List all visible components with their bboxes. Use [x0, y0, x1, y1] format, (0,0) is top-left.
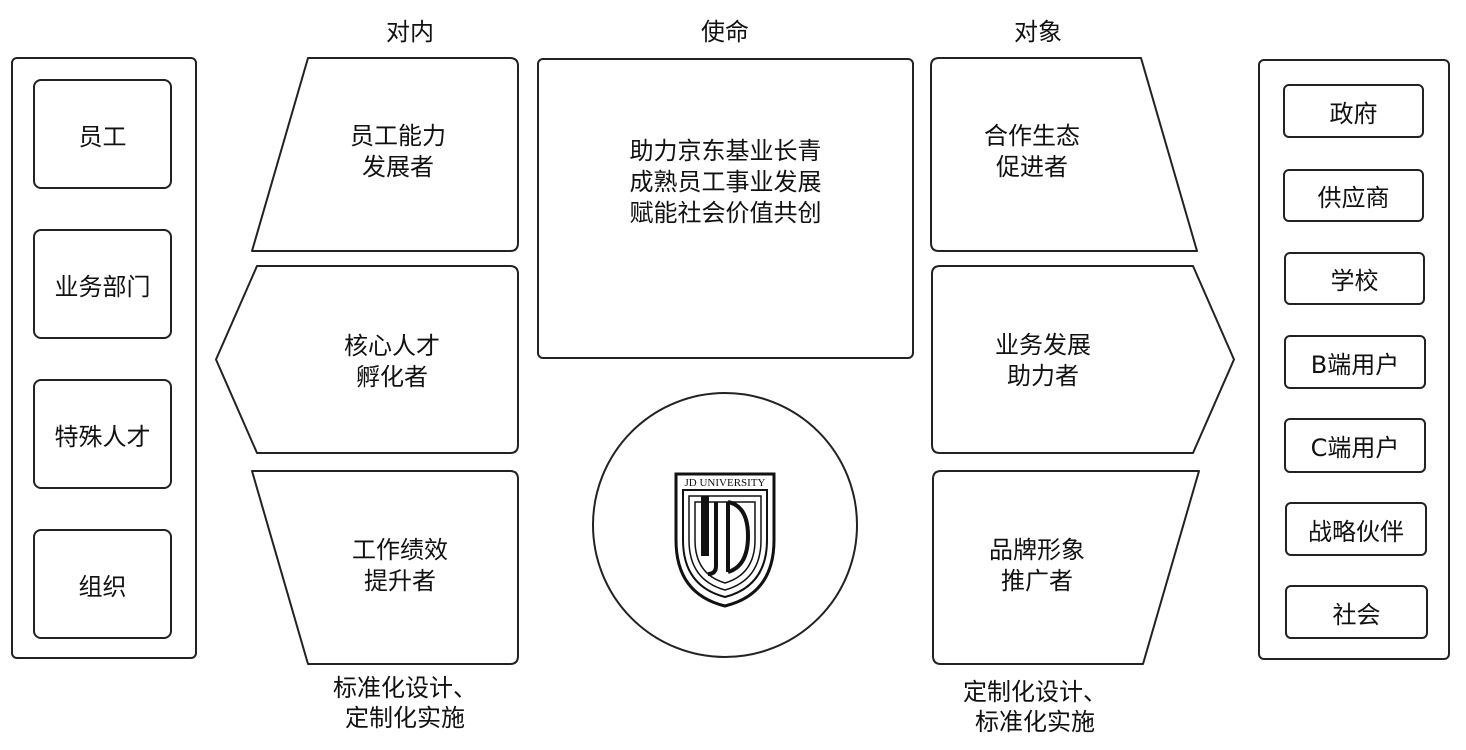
- outer-role-3-line1: 品牌形象: [989, 536, 1085, 564]
- outer-role-2-line2: 助力者: [1007, 362, 1079, 390]
- jd-university-logo-icon: [674, 472, 776, 608]
- right-item-society: 社会: [1285, 585, 1428, 639]
- outer-role-1-line1: 合作生态: [984, 122, 1080, 150]
- outer-role-1: 合作生态 促进者: [952, 121, 1112, 183]
- right-item-school: 学校: [1284, 252, 1425, 305]
- mission-line-3: 赋能社会价值共创: [629, 199, 822, 227]
- note-left-line2: 定制化实施: [345, 704, 465, 732]
- mission-box: 助力京东基业长青 成熟员工事业发展 赋能社会价值共创: [537, 58, 914, 359]
- inner-role-1-line2: 发展者: [362, 153, 434, 181]
- right-item-government: 政府: [1283, 84, 1424, 138]
- note-right-line2: 标准化实施: [975, 708, 1095, 736]
- right-item-supplier: 供应商: [1283, 169, 1424, 222]
- outer-role-shape-1: [930, 57, 1198, 252]
- note-left: 标准化设计、 定制化实施: [295, 673, 515, 733]
- inner-role-3: 工作绩效 提升者: [320, 535, 480, 597]
- right-item-strategic-partner: 战略伙伴: [1285, 502, 1427, 556]
- mission-line-1: 助力京东基业长青: [629, 137, 822, 165]
- outer-role-2-line1: 业务发展: [995, 331, 1091, 359]
- mission-line-2: 成熟员工事业发展: [629, 168, 822, 196]
- outer-role-1-line2: 促进者: [996, 153, 1068, 181]
- note-left-line1: 标准化设计、: [333, 674, 477, 702]
- outer-role-2: 业务发展 助力者: [963, 330, 1123, 392]
- inner-role-shape-3: [251, 470, 519, 665]
- outer-role-3-line2: 推广者: [1001, 567, 1073, 595]
- header-mission: 使命: [701, 18, 749, 46]
- left-item-employee: 员工: [33, 79, 172, 189]
- left-item-organization: 组织: [33, 529, 172, 639]
- inner-role-shape-2: [215, 265, 519, 454]
- inner-role-1: 员工能力 发展者: [318, 121, 478, 183]
- left-item-business-dept: 业务部门: [33, 229, 172, 339]
- header-inner: 对内: [386, 18, 434, 46]
- header-target: 对象: [1014, 18, 1062, 46]
- inner-role-1-line1: 员工能力: [350, 122, 446, 150]
- note-right-line1: 定制化设计、: [963, 678, 1107, 706]
- outer-role-shape-3: [932, 470, 1200, 665]
- right-item-c-user: C端用户: [1284, 418, 1426, 473]
- note-right: 定制化设计、 标准化实施: [925, 677, 1145, 737]
- inner-role-3-line2: 提升者: [364, 567, 436, 595]
- logo-text: JD UNIVERSITY: [685, 477, 766, 489]
- inner-role-shape-1: [251, 57, 519, 252]
- left-item-special-talent: 特殊人才: [33, 379, 172, 489]
- outer-role-shape-2: [931, 265, 1235, 454]
- inner-role-3-line1: 工作绩效: [352, 536, 448, 564]
- right-item-b-user: B端用户: [1284, 335, 1426, 389]
- inner-role-2-line1: 核心人才: [344, 332, 440, 360]
- outer-role-3: 品牌形象 推广者: [957, 535, 1117, 597]
- inner-role-2-line2: 孵化者: [356, 363, 428, 391]
- inner-role-2: 核心人才 孵化者: [312, 331, 472, 393]
